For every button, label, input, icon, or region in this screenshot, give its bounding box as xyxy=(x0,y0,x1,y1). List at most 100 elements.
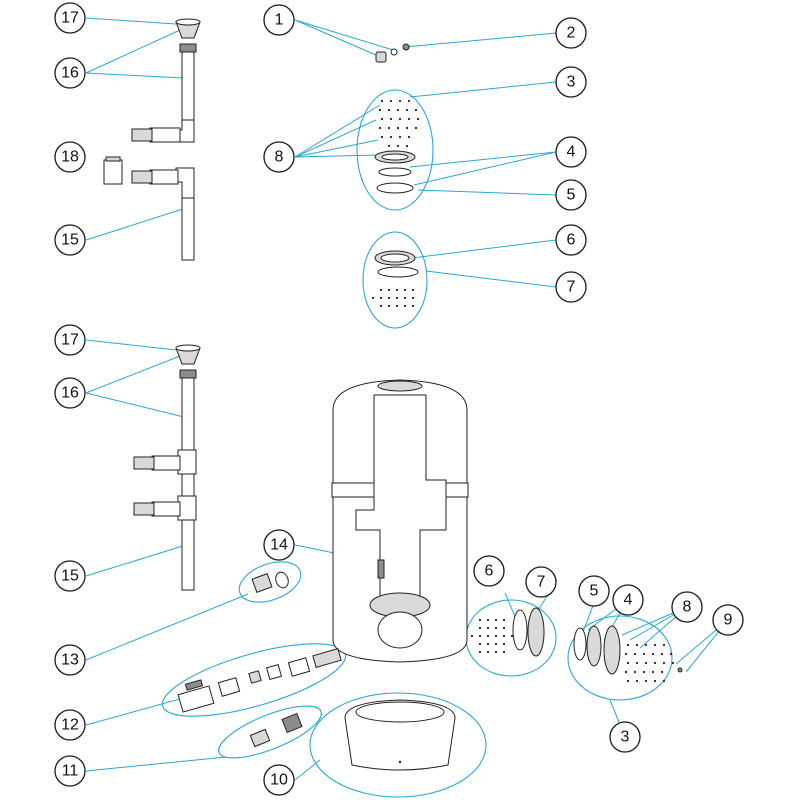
bolt-dot xyxy=(624,652,628,656)
side-hatch-parts xyxy=(512,607,545,657)
bolt-dot xyxy=(494,618,498,622)
bolt-dot xyxy=(651,652,655,656)
cover-side-part-8 xyxy=(603,625,621,675)
tee-lower xyxy=(177,495,197,521)
callout-label: 3 xyxy=(621,729,630,746)
tee-upper xyxy=(177,449,197,475)
callout-c7b: 7 xyxy=(525,566,557,598)
bolt-dot xyxy=(626,679,630,683)
callout-c9: 9 xyxy=(712,604,744,636)
bolt-dot xyxy=(642,652,646,656)
callout-c7a: 7 xyxy=(555,271,587,303)
adapter-ring-lower xyxy=(179,369,197,379)
bolt-dot xyxy=(387,296,391,300)
callout-label: 7 xyxy=(567,279,576,296)
gauge-part-2 xyxy=(402,43,410,51)
slotted-fitting-tee-lower xyxy=(133,502,155,516)
base-part-10 xyxy=(344,699,456,771)
horizontal-pipe-lower xyxy=(149,169,179,185)
bolt-dot xyxy=(403,304,407,308)
bolt-dot xyxy=(633,670,637,674)
bolt-dot xyxy=(486,650,490,654)
callout-c3b: 3 xyxy=(609,721,641,753)
horizontal-pipe-upper xyxy=(149,127,181,143)
bolt-dot xyxy=(478,634,482,638)
oring-side-part-5 xyxy=(573,627,587,661)
bolt-dot xyxy=(387,288,391,292)
bolt-dot xyxy=(644,679,648,683)
bolt-dot xyxy=(416,117,420,121)
callout-c4a: 4 xyxy=(555,136,587,168)
callout-label: 7 xyxy=(537,574,546,591)
bolt-dot xyxy=(653,679,657,683)
elbow-lower xyxy=(175,167,195,201)
slotted-fitting-tee-upper xyxy=(133,456,155,470)
bolt-dot xyxy=(502,626,506,630)
bolt-dot xyxy=(414,108,418,112)
callout-label: 18 xyxy=(61,149,79,166)
ring-side-part-4 xyxy=(586,625,602,667)
upper-lateral-parts xyxy=(374,250,419,278)
bolt-dot xyxy=(414,126,418,130)
callout-label: 17 xyxy=(61,332,79,349)
bolt-dot xyxy=(494,642,498,646)
callout-c2: 2 xyxy=(555,17,587,49)
bolt-dot xyxy=(398,135,402,139)
bolt-dot xyxy=(405,144,409,148)
callout-label: 14 xyxy=(270,537,288,554)
bolt-dot xyxy=(486,626,490,630)
callout-c8b: 8 xyxy=(671,591,703,623)
valve-assembly xyxy=(177,648,342,713)
callout-label: 12 xyxy=(61,717,79,734)
bolt-dot xyxy=(396,144,400,148)
slotted-fitting-lower xyxy=(131,170,153,184)
bolt-dot xyxy=(379,296,383,300)
lower-pipe-assembly xyxy=(133,344,201,591)
bolt-dot xyxy=(486,642,490,646)
bolt-dot xyxy=(470,634,474,638)
callout-c11: 11 xyxy=(54,755,86,787)
bolt-dot xyxy=(662,661,666,665)
bolt-dot xyxy=(389,99,393,103)
bolt-dot xyxy=(387,304,391,308)
callout-c18: 18 xyxy=(54,141,86,173)
callout-c16a: 16 xyxy=(54,57,86,89)
callout-c6b: 6 xyxy=(473,555,505,587)
callout-label: 8 xyxy=(275,149,284,166)
bracket-part-18 xyxy=(103,159,123,185)
drain-group-oval xyxy=(218,705,322,759)
upper-laterals-group-oval xyxy=(362,231,428,329)
bolt-dot xyxy=(626,661,630,665)
bolt-dot xyxy=(671,661,675,665)
hose-tail xyxy=(312,648,342,668)
bolt-dot xyxy=(387,144,391,148)
slotted-fitting-upper xyxy=(131,128,153,142)
bolt-dot xyxy=(502,618,506,622)
filter-tank xyxy=(331,379,469,663)
top-lid-group-oval xyxy=(356,89,434,211)
bolt-dot xyxy=(407,117,411,121)
bolt-dot xyxy=(644,661,648,665)
bolt-dot xyxy=(642,670,646,674)
bolt-dot xyxy=(662,643,666,647)
bolt-dot xyxy=(486,634,490,638)
bolt-dot xyxy=(494,634,498,638)
callout-label: 15 xyxy=(61,568,79,585)
callout-label: 2 xyxy=(567,25,576,42)
bolt-dot xyxy=(387,108,391,112)
bolt-dot xyxy=(379,288,383,292)
bolt-dot xyxy=(626,643,630,647)
bolt-dot xyxy=(389,135,393,139)
union-body-part-13 xyxy=(251,573,273,593)
bolt-dot xyxy=(478,650,482,654)
oring-part-5 xyxy=(376,182,414,194)
bolt-dot xyxy=(396,108,400,112)
bolt-dot xyxy=(486,618,490,622)
upper-pipe-assembly xyxy=(103,18,201,261)
bolt-dot xyxy=(407,99,411,103)
bolt-dot xyxy=(660,670,664,674)
callout-c6a: 6 xyxy=(555,224,587,256)
callout-c14: 14 xyxy=(263,529,295,561)
bolt-dot xyxy=(380,99,384,103)
